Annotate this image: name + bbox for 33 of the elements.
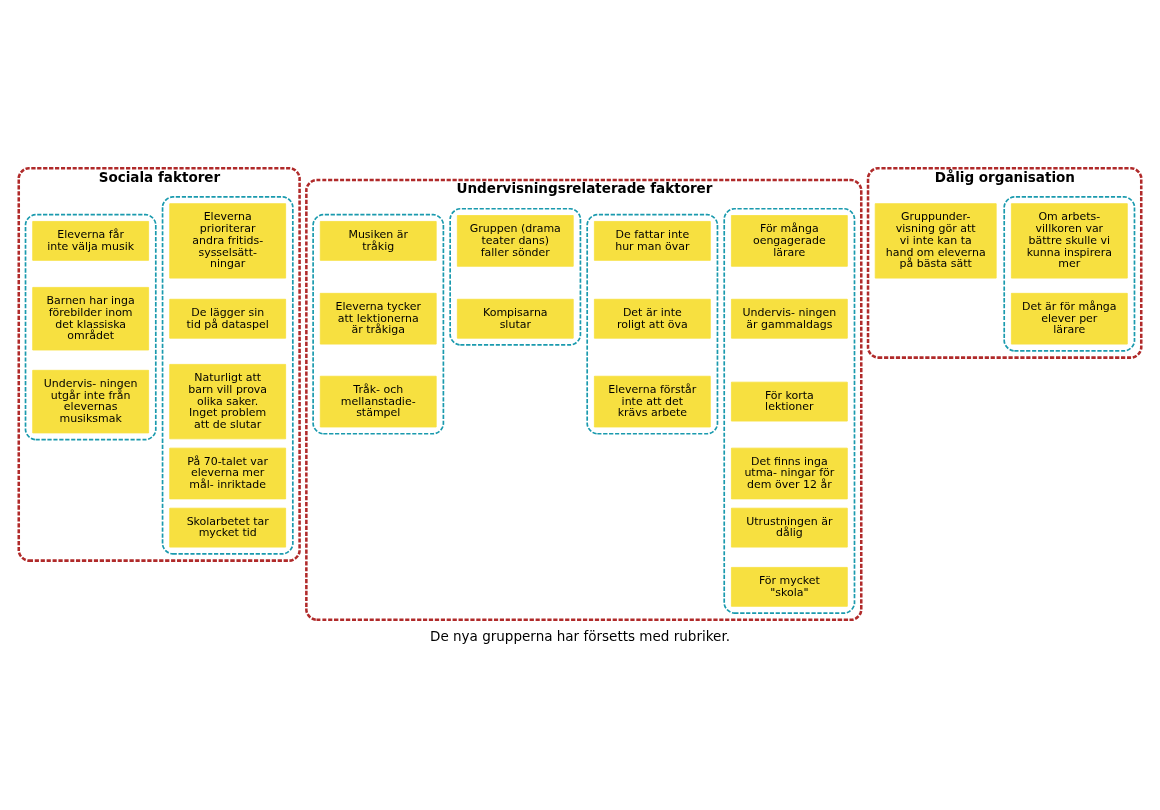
node-box: Tråk- och mellanstadie- stämpel xyxy=(319,375,437,428)
node-box: Naturligt att barn vill prova olika saker. Inget problem att de slutar xyxy=(169,363,287,440)
node-box: För mycket "skola" xyxy=(731,567,848,607)
node-box: För korta lektioner xyxy=(731,381,848,422)
node-box: Kompisarna slutar xyxy=(456,298,574,339)
node-box: De lägger sin tid på dataspel xyxy=(169,298,287,339)
cluster xyxy=(449,207,582,346)
cluster xyxy=(1003,196,1136,352)
node-box: Barnen har inga förebilder inom det klassiska området xyxy=(32,287,150,351)
node-box: Det är för många elever per lärare xyxy=(1010,292,1128,345)
caption: De nya grupperna har försetts med rubriker. xyxy=(429,627,731,644)
cluster xyxy=(723,207,856,614)
node-box: Eleverna tycker att lektionerna är tråkiga xyxy=(319,292,437,345)
node-box: Utrustningen är dålig xyxy=(731,507,848,548)
cluster xyxy=(312,213,445,435)
node-box: Om arbets- villkoren var bättre skulle vi kunna inspirera mer xyxy=(1010,203,1128,279)
node-box: Musiken är tråkig xyxy=(319,221,437,261)
cluster xyxy=(24,213,157,441)
cluster xyxy=(161,196,294,555)
node-box: På 70-talet var eleverna mer mål- inriktade xyxy=(169,447,287,500)
node-box: Undervis- ningen utgår inte från elevernas musiksmak xyxy=(32,369,150,434)
node-box: De fattar inte hur man övar xyxy=(593,221,711,261)
node-box: Eleverna får inte välja musik xyxy=(32,221,150,261)
node-box: Eleverna förstår inte att det krävs arbete xyxy=(593,375,711,428)
node-box: Gruppen (drama teater dans) faller sönder xyxy=(456,215,574,267)
node-box: Eleverna prioriterar andra fritids- sysselsätt- ningar xyxy=(169,203,287,279)
node-box: Det finns inga utma- ningar för dem över 12 år xyxy=(731,447,848,500)
node-box: Gruppunder- visning gör att vi inte kan ta hand om eleverna på bästa sätt xyxy=(874,203,997,279)
node-box: För många oengagerade lärare xyxy=(731,215,848,267)
node-box: Det är inte roligt att öva xyxy=(593,298,711,339)
node-box: Undervis- ningen är gammaldags xyxy=(731,298,848,339)
node-box: Skolarbetet tar mycket tid xyxy=(169,507,287,548)
cluster xyxy=(586,213,719,435)
